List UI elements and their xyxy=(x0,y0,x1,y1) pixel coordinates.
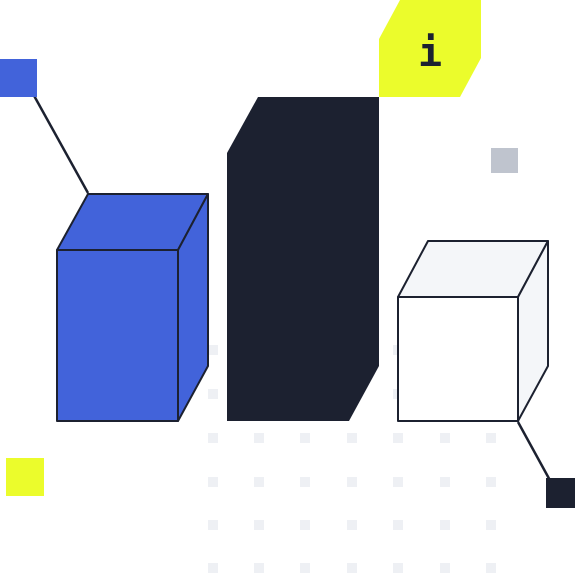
grid-dot xyxy=(208,345,218,355)
grid-dot xyxy=(486,520,496,530)
light-cube xyxy=(397,240,549,422)
grid-dot xyxy=(347,433,357,443)
blue-square-decoration xyxy=(0,59,37,97)
grid-dot xyxy=(393,563,403,573)
grid-dot xyxy=(208,563,218,573)
grid-dot xyxy=(393,433,403,443)
grid-dot xyxy=(440,477,450,487)
grid-dot xyxy=(347,563,357,573)
grid-dot xyxy=(208,477,218,487)
grid-dot xyxy=(254,433,264,443)
grid-dot xyxy=(440,433,450,443)
yellow-square-decoration xyxy=(6,458,44,496)
dark-prism xyxy=(227,97,379,421)
grid-dot xyxy=(393,477,403,487)
connector-line-right xyxy=(516,421,554,485)
blue-cube-front-face xyxy=(56,249,179,422)
light-cube-front-face xyxy=(397,296,519,422)
grid-dot xyxy=(486,563,496,573)
grid-dot xyxy=(254,563,264,573)
grid-dot xyxy=(300,520,310,530)
grid-dot xyxy=(486,477,496,487)
info-icon: i xyxy=(418,30,442,76)
grid-dot xyxy=(208,520,218,530)
grid-dot xyxy=(208,389,218,399)
grid-dot xyxy=(300,563,310,573)
grid-dot xyxy=(300,477,310,487)
grid-dot xyxy=(440,563,450,573)
dark-square-decoration xyxy=(546,478,575,508)
grid-dot xyxy=(300,433,310,443)
connector-line-left xyxy=(30,91,90,194)
gray-square-decoration xyxy=(491,148,518,173)
info-badge-shape xyxy=(379,0,481,97)
info-badge: i xyxy=(379,0,481,97)
blue-cube xyxy=(56,193,209,422)
grid-dot xyxy=(208,433,218,443)
grid-dot xyxy=(347,477,357,487)
grid-dot xyxy=(393,520,403,530)
grid-dot xyxy=(347,520,357,530)
grid-dot xyxy=(254,477,264,487)
grid-dot xyxy=(486,433,496,443)
grid-dot xyxy=(440,520,450,530)
grid-dot xyxy=(254,520,264,530)
